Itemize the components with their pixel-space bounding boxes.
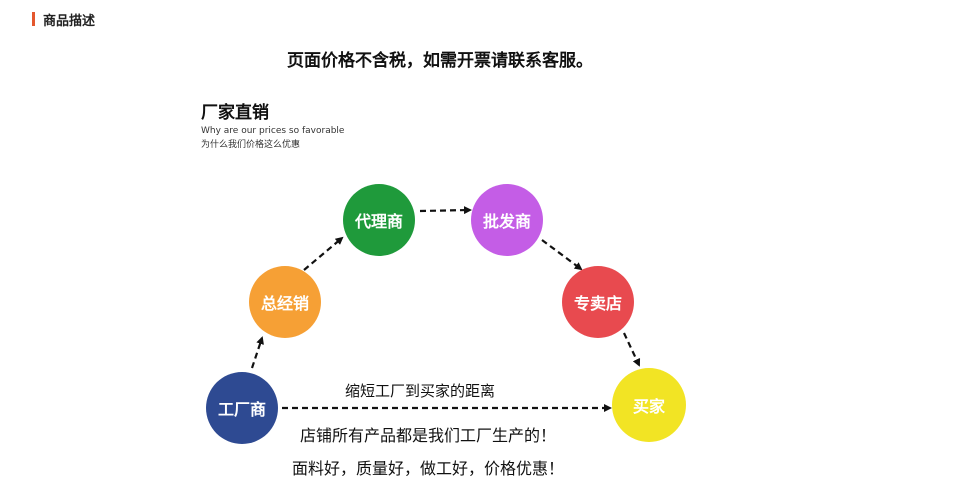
node-agent-label: 代理商 [354,212,403,231]
section-header: 商品描述 [32,10,96,29]
shortcut-label: 缩短工厂到买家的距离 [345,382,496,400]
caption-line-2: 面料好，质量好，做工好，价格优惠！ [292,459,565,478]
node-wholesaler-label: 批发商 [482,212,531,231]
node-buyer-label: 买家 [632,397,665,416]
caption-line-1: 店铺所有产品都是我们工厂生产的！ [300,426,557,445]
arrow-distributor-to-agent [303,236,344,271]
promo-subtitle-en: Why are our prices so favorable [201,126,345,136]
node-buyer: 买家 [612,368,686,442]
node-store-label: 专卖店 [573,294,622,313]
promo-title: 厂家直销 [201,103,269,123]
arrow-agent-to-wholesale [419,206,472,215]
node-factory: 工厂商 [206,372,278,444]
node-store: 专卖店 [562,266,634,338]
node-distributor-label: 总经销 [260,294,309,313]
arrow-store-to-buyer [623,332,641,367]
promo-subtitle-cn: 为什么我们价格这么优惠 [201,140,301,150]
node-factory-label: 工厂商 [217,400,266,419]
node-agent: 代理商 [343,184,415,256]
section-accent-bar [32,12,35,26]
tax-notice: 页面价格不含税，如需开票请联系客服。 [287,51,593,71]
node-distributor: 总经销 [249,266,321,338]
node-wholesaler: 批发商 [471,184,543,256]
arrow-wholesale-to-store [541,239,583,271]
arrow-factory-to-distributor [250,336,264,369]
section-title: 商品描述 [43,13,96,29]
